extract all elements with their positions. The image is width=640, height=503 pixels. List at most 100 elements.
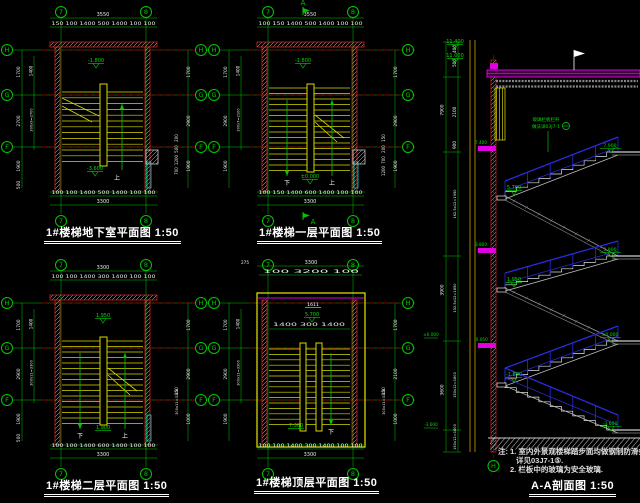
stringer [504,154,619,200]
grid-bubble [195,297,207,309]
wall [351,299,358,446]
grid-bubble-label: 7 [266,261,270,269]
level-mark: -0.050 [474,337,488,342]
grid-bubble-label: G [405,344,410,352]
dim-total-top: 3300 [97,265,110,271]
section-a-a: 4005002100900162.5x12=1950152.5x12=18501… [423,39,640,472]
break-line [314,114,345,139]
grid-bubble-label: H [199,299,204,307]
wall [261,299,268,446]
dim-section-inner: 900 [452,141,457,149]
break-line [107,367,138,392]
title-top-floor-plan: 1#楼梯顶层平面图 1:50 [254,474,380,494]
far-flight-tick [524,296,529,300]
dim-left: 1700 [223,319,229,330]
dim-right-inner: 150 [381,387,386,395]
direction-arrow [285,171,289,176]
wall [256,41,365,48]
grid-bubble-label: 7 [59,261,63,269]
dim-right-inner: 700 [174,167,179,175]
dim-right: 1000 [186,413,192,424]
section-marker-label: A [301,0,306,7]
level-mark: -1.800 [295,58,311,64]
far-flight-tick [524,205,529,210]
direction-label-down: 下 [328,429,334,436]
dim-right: 2100 [393,368,399,379]
dim-left-inner: 1400 [236,318,241,329]
grid-bubble [195,342,207,354]
far-flight-tick [549,218,554,223]
dim-run-bottom: 100 100 1400 500 1400 100 100 [52,190,157,195]
dim-right: 1900 [393,160,399,171]
level-mark: -1.800 [88,58,104,64]
dim-run-bottom: 100 100 1400 300 1400 100 100 [259,443,364,448]
dim-left: 1700 [16,66,22,77]
grid-bubble-label: G [405,91,410,99]
grid-bubble-label: H [5,299,10,307]
grid-bubble-label: 7 [59,217,63,225]
grid-bubble-label: F [212,143,216,151]
break-line [61,105,93,123]
far-flight-tick [586,238,591,243]
direction-arrow [78,424,82,429]
dim-right-inner: 1200 [381,165,386,176]
dim-left: 2900 [16,368,22,379]
level-mark: 3.800 [475,242,487,247]
grid-bubble [262,259,274,271]
dim-total-bottom: 3300 [97,199,110,205]
grid-bubble [402,89,414,101]
grid-bubble [1,342,13,354]
title-section-a-a: A-A剖面图 1:50 [529,477,617,497]
dim-run-top: 100 3200 100 [263,269,360,274]
stair-railing [99,336,108,426]
grid-bubble-label: H [491,462,496,470]
grid-bubble-label: H [406,299,411,307]
note-line-2: 详见03J7-1⑤. [516,456,564,465]
dim-section-inner: 500 [452,59,457,67]
dim-left-inner: 300x9=2700 [30,108,34,132]
dim-total-bottom: 3300 [304,199,317,205]
floor-slab [478,343,496,348]
glass-railing-bottom [504,250,619,284]
glass-railing-bottom [504,377,619,426]
grid-bubble-label: 7 [266,8,270,16]
title-first-floor-plan: 1#楼梯一层平面图 1:50 [257,224,383,244]
level-mark: -1.800 [506,372,522,378]
dim-left-inner: 1400 [236,65,241,76]
stair-railing [315,342,323,432]
grid-bubble-label: F [5,143,9,151]
level-triangle [607,426,615,432]
glass-railing-bottom [504,335,619,379]
dim-left: 1700 [223,66,229,77]
grid-bubble [402,141,414,153]
dim-right: 1700 [393,66,399,77]
level-mark: ±0.000 [301,174,320,180]
floor-slab [478,248,496,253]
grid-bubble-label: 8 [351,8,355,16]
dim-right-inner: 300x11=3300 [382,388,386,414]
grid-bubble-label: H [406,46,411,54]
glass-railing-top [504,136,619,182]
break-line [107,374,131,396]
direction-arrow [120,104,124,109]
ground-hatch [490,438,640,450]
grid-bubble [140,468,152,480]
stringer [504,385,619,434]
wall [261,46,268,193]
dim-section-inner: 2100 [452,106,457,117]
level-mark: 3.900 [603,247,616,253]
dim-left: 2700 [16,115,22,126]
grid-bubble [1,89,13,101]
grid-bubble [487,460,500,472]
section-marker-flag [303,8,310,13]
dim-right-inner: 200 [381,145,386,153]
dim-right-inner: 150 [174,387,179,395]
dim-section-inner: 162.5x12=1950 [453,189,457,219]
grid-bubble [347,215,359,227]
break-line [61,97,100,117]
grid-bubble [402,342,414,354]
